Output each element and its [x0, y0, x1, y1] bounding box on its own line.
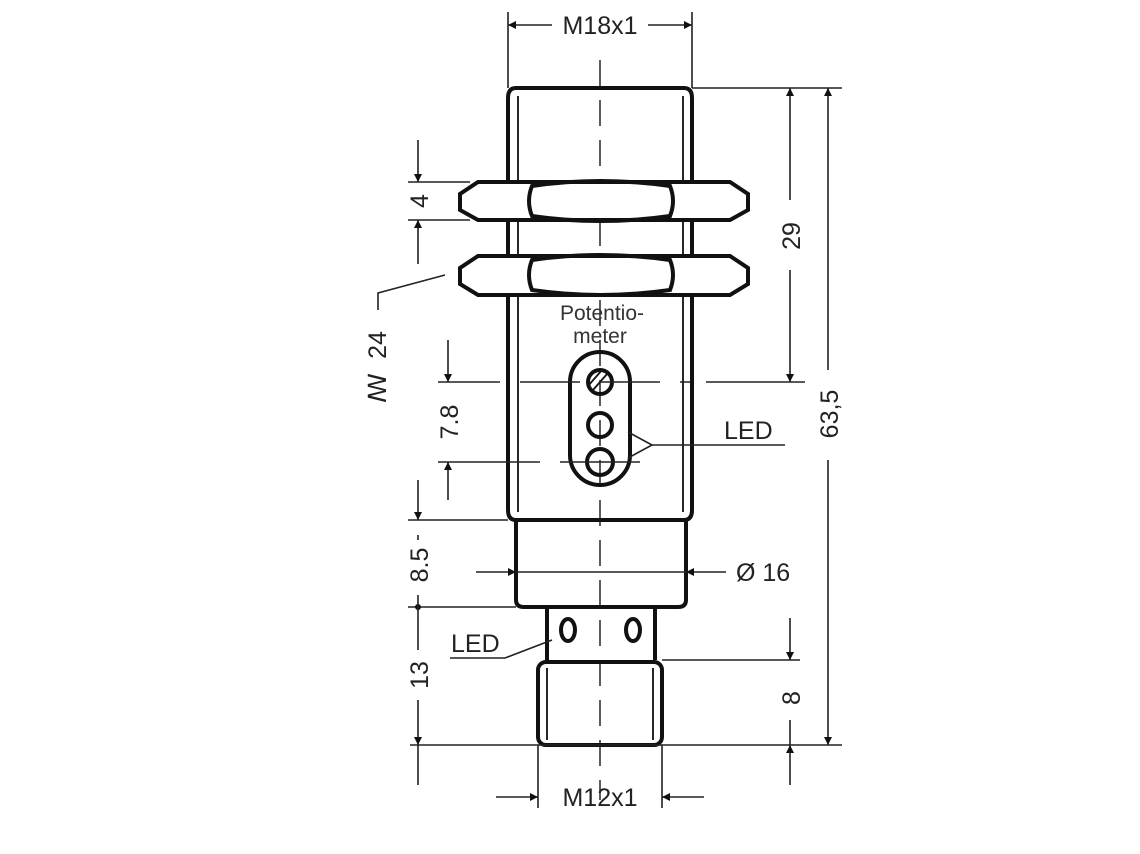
led-bottom-callout: LED: [450, 630, 553, 659]
wrench-across-flats-icon: ꟿ: [364, 373, 392, 403]
svg-text:M12x1: M12x1: [562, 784, 637, 812]
svg-text:7.8: 7.8: [436, 405, 464, 440]
svg-text:4: 4: [406, 194, 434, 208]
dim-connector-height: 13: [406, 607, 434, 785]
dim-thread-length: 8: [778, 618, 806, 785]
svg-text:13: 13: [406, 661, 434, 689]
dim-pot-to-led: 7.8: [436, 340, 464, 500]
svg-text:63,5: 63,5: [816, 390, 844, 439]
led-indicator: [624, 617, 642, 643]
potentiometer-label: Potentio-: [560, 302, 644, 325]
connector-neck: [545, 607, 657, 660]
sensor-neck: [514, 520, 688, 609]
dim-pot-position: 29: [778, 88, 806, 382]
svg-text:Ø 16: Ø 16: [736, 559, 790, 587]
dim-nut-thickness: 4: [406, 140, 434, 264]
svg-text:LED: LED: [724, 417, 773, 445]
potentiometer-label: meter: [573, 325, 627, 348]
dim-total-length: 63,5: [816, 88, 844, 745]
svg-text:LED: LED: [451, 630, 500, 658]
svg-text:8: 8: [778, 691, 806, 705]
lock-nut-upper: [458, 179, 750, 223]
dim-thread-top: M18x1: [507, 12, 693, 88]
svg-text:29: 29: [778, 222, 806, 250]
svg-text:8.5: 8.5: [406, 548, 434, 583]
dim-thread-bottom: M12x1: [496, 745, 704, 812]
svg-text:24: 24: [364, 331, 392, 359]
led-indicator: [586, 411, 614, 439]
svg-text:M18x1: M18x1: [562, 12, 637, 40]
led-indicator: [559, 617, 577, 643]
lock-nut-lower: [458, 253, 750, 297]
dim-wrench-size: 24 ꟿ: [364, 274, 446, 403]
dim-neck-height: 8.5: [406, 480, 434, 607]
dim-neck-diameter: Ø 16: [476, 559, 790, 587]
led-side-callout: LED: [627, 417, 785, 459]
